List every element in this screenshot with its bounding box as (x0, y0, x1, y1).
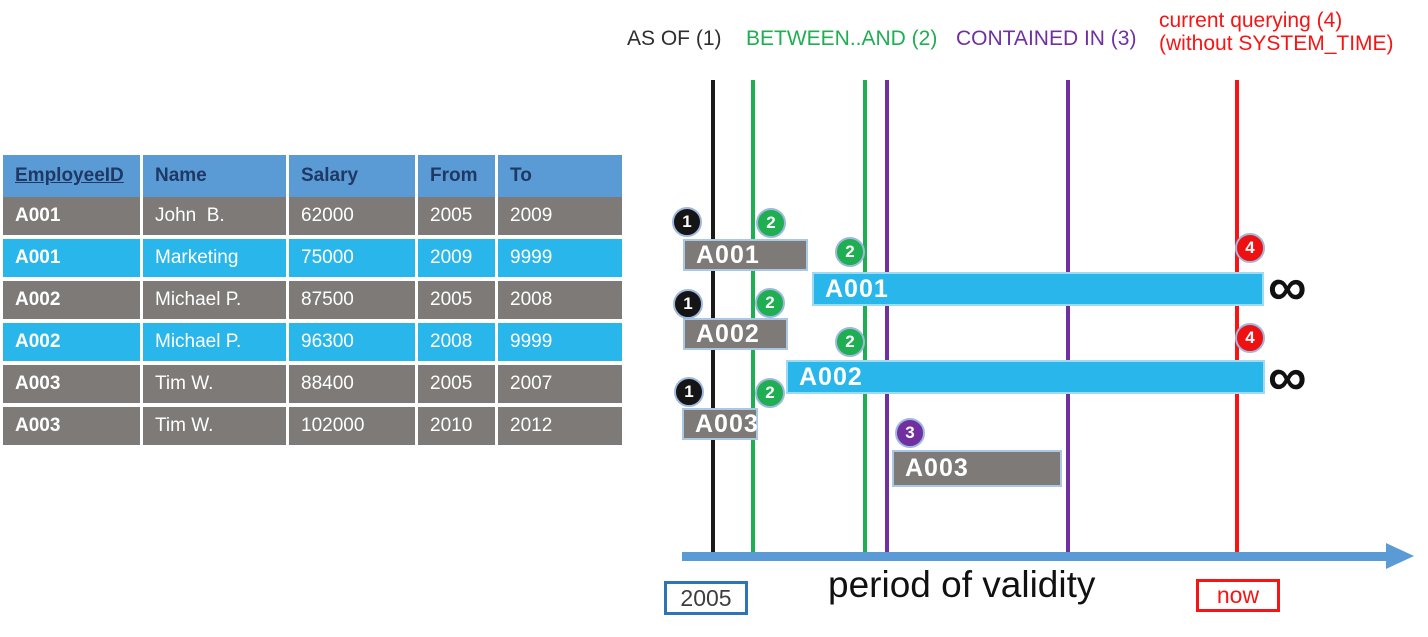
table-cell: 2008 (418, 323, 495, 361)
legend-current-querying-line2: (without SYSTEM_TIME) (1159, 32, 1394, 55)
table-cell: 88400 (289, 365, 415, 403)
validity-bar: A003 (682, 408, 758, 440)
table-cell: A003 (3, 407, 140, 445)
table-cell: 2009 (418, 239, 495, 277)
table-cell: 75000 (289, 239, 415, 277)
table-cell: 2008 (498, 281, 622, 319)
table-cell: John B. (143, 197, 286, 235)
table-cell: 2005 (418, 365, 495, 403)
table-cell: 87500 (289, 281, 415, 319)
table-cell: Tim W. (143, 407, 286, 445)
validity-bar-label: A001 (825, 274, 889, 303)
table-cell: 9999 (498, 323, 622, 361)
validity-bar: A002 (683, 318, 788, 350)
step-badge-1: 1 (673, 289, 703, 319)
between-end-line (863, 80, 867, 558)
legend-current-querying-line1: current querying (4) (1159, 9, 1343, 32)
column-header-label: EmployeeID (15, 165, 124, 186)
table-cell: 102000 (289, 407, 415, 445)
table-cell: 2005 (418, 197, 495, 235)
table-cell: 2005 (418, 281, 495, 319)
table-cell: A002 (3, 281, 140, 319)
step-badge-2: 2 (755, 378, 785, 408)
period-of-validity-label: period of validity (828, 564, 1096, 605)
validity-bar-label: A002 (696, 319, 760, 348)
step-badge-4: 4 (1235, 233, 1265, 263)
step-badge-2: 2 (835, 237, 865, 267)
timeline-axis-arrow-icon (1386, 543, 1414, 569)
legend-as-of: AS OF (1) (627, 27, 722, 50)
table-cell: Michael P. (143, 281, 286, 319)
step-badge-3: 3 (895, 418, 925, 448)
table-cell: 2010 (418, 407, 495, 445)
table-cell: Tim W. (143, 365, 286, 403)
validity-bar-label: A002 (799, 362, 863, 391)
step-badge-1: 1 (672, 207, 702, 237)
step-badge-2: 2 (755, 288, 785, 318)
step-badge-1: 1 (674, 377, 704, 407)
validity-bar: A001 (683, 239, 808, 271)
step-badge-4: 4 (1235, 323, 1265, 353)
infinity-icon: ∞ (1268, 257, 1307, 317)
year-start-box: 2005 (664, 581, 748, 615)
table-cell: Marketing (143, 239, 286, 277)
table-cell: 96300 (289, 323, 415, 361)
legend-between-and: BETWEEN..AND (2) (746, 27, 938, 50)
contained-end-line (1066, 80, 1070, 558)
validity-bar: A001 (812, 272, 1264, 306)
legend-contained-in: CONTAINED IN (3) (956, 27, 1137, 50)
table-cell: A002 (3, 323, 140, 361)
legend-current-querying: current querying (4) (without SYSTEM_TIM… (1159, 9, 1394, 55)
table-cell: Michael P. (143, 323, 286, 361)
validity-bar: A002 (786, 360, 1265, 394)
step-badge-2: 2 (756, 208, 786, 238)
column-header-label: Salary (301, 165, 359, 186)
column-header-label: To (510, 165, 532, 186)
validity-bar-label: A003 (695, 409, 759, 438)
table-cell: 9999 (498, 239, 622, 277)
validity-bar-label: A003 (905, 454, 969, 482)
table-cell: 2009 (498, 197, 622, 235)
now-box: now (1196, 579, 1280, 612)
now-line (1235, 80, 1239, 558)
table-cell: 62000 (289, 197, 415, 235)
timeline-axis (682, 552, 1388, 561)
validity-bar: A003 (892, 450, 1062, 487)
table-cell: A001 (3, 239, 140, 277)
infinity-icon: ∞ (1268, 347, 1307, 407)
contained-start-line (885, 80, 889, 558)
table-cell: A003 (3, 365, 140, 403)
column-header-label: From (430, 165, 478, 186)
column-header-label: Name (155, 165, 207, 186)
validity-bar-label: A001 (696, 240, 760, 269)
step-badge-2: 2 (835, 327, 865, 357)
table-cell: 2012 (498, 407, 622, 445)
table-cell: A001 (3, 197, 140, 235)
table-cell: 2007 (498, 365, 622, 403)
